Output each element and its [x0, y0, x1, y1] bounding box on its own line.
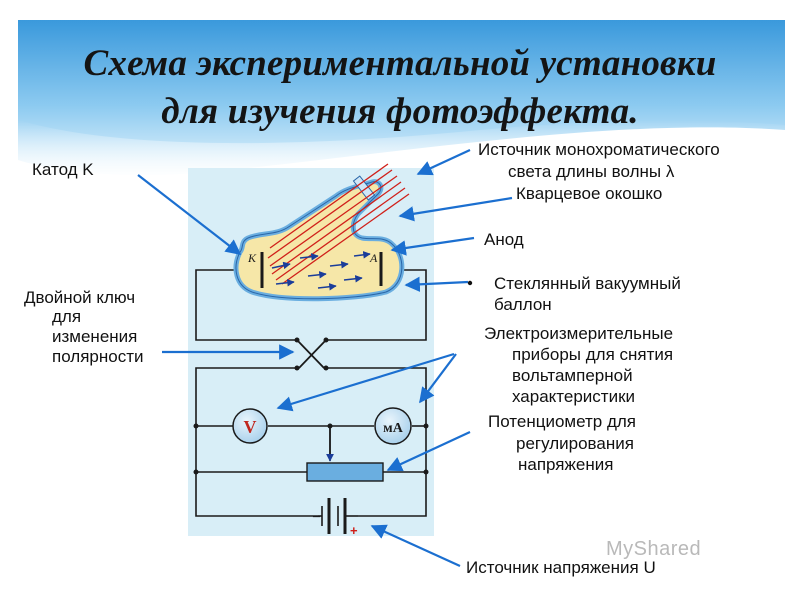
page-title-line-1: Схема экспериментальной установки — [83, 43, 717, 84]
arrow-glass-bulb — [404, 276, 469, 293]
label-instruments-line-1: Электроизмерительные — [484, 324, 674, 343]
milliammeter-label: мА — [383, 421, 404, 436]
label-double-key-line-3: изменения — [52, 327, 138, 346]
arrow-milliammeter — [419, 353, 457, 404]
arrow-voltmeter — [276, 352, 455, 412]
arrow-light-source — [416, 149, 471, 176]
milliammeter — [374, 407, 412, 445]
battery-plus-sign: + — [350, 523, 358, 538]
label-potentiometer-line-1: Потенциометр для — [488, 412, 637, 431]
light-beam — [267, 163, 410, 285]
cathode-letter: K — [247, 251, 257, 265]
double-polarity-switch — [296, 339, 327, 369]
circuit-wires — [195, 269, 427, 517]
label-cathode: Катод K — [32, 160, 94, 179]
label-potentiometer-line-2: регулирования — [516, 434, 634, 453]
label-double-key-line-2: для — [52, 307, 82, 326]
anode-letter: A — [369, 251, 378, 265]
arrow-cathode — [137, 174, 242, 255]
label-potentiometer-line-3: напряжения — [518, 455, 614, 474]
potentiometer — [306, 462, 384, 482]
label-double-key-line-1: Двойной ключ — [24, 288, 136, 307]
battery-minus-sign: – — [312, 509, 321, 524]
voltmeter — [232, 408, 268, 444]
banner-shape — [18, 20, 785, 176]
arrow-potentiometer — [386, 431, 471, 472]
label-double-key-line-4: полярности — [52, 347, 144, 366]
label-light-source-line-2: света длины волны λ — [508, 162, 675, 181]
page-title-line-2: для изучения фотоэффекта. — [161, 91, 639, 132]
label-glass-bulb-line-2: баллон — [494, 295, 552, 314]
label-light-source-line-1: Источник монохроматического — [478, 140, 720, 159]
photoelectrons — [271, 251, 371, 291]
label-glass-bulb-line-1: Стеклянный вакуумный — [494, 274, 681, 293]
label-anode: Анод — [484, 230, 524, 249]
arrow-anode — [390, 236, 475, 256]
bullet-dot — [467, 280, 473, 286]
pointer-arrows — [137, 149, 513, 568]
voltmeter-label: V — [244, 417, 257, 437]
quartz-window — [352, 175, 376, 201]
label-quartz-window: Кварцевое окошко — [516, 184, 663, 203]
arrow-voltage-source — [370, 524, 461, 568]
label-voltage-source: Источник напряжения U — [466, 558, 656, 577]
label-instruments-line-4: характеристики — [512, 387, 636, 406]
arrow-quartz-window — [398, 196, 513, 222]
label-instruments-line-3: вольтамперной — [512, 366, 633, 385]
battery — [318, 498, 358, 534]
watermark-logo: MyShared — [606, 538, 702, 560]
label-instruments-line-2: приборы для снятия — [512, 345, 674, 364]
switch-contacts — [193, 337, 429, 475]
